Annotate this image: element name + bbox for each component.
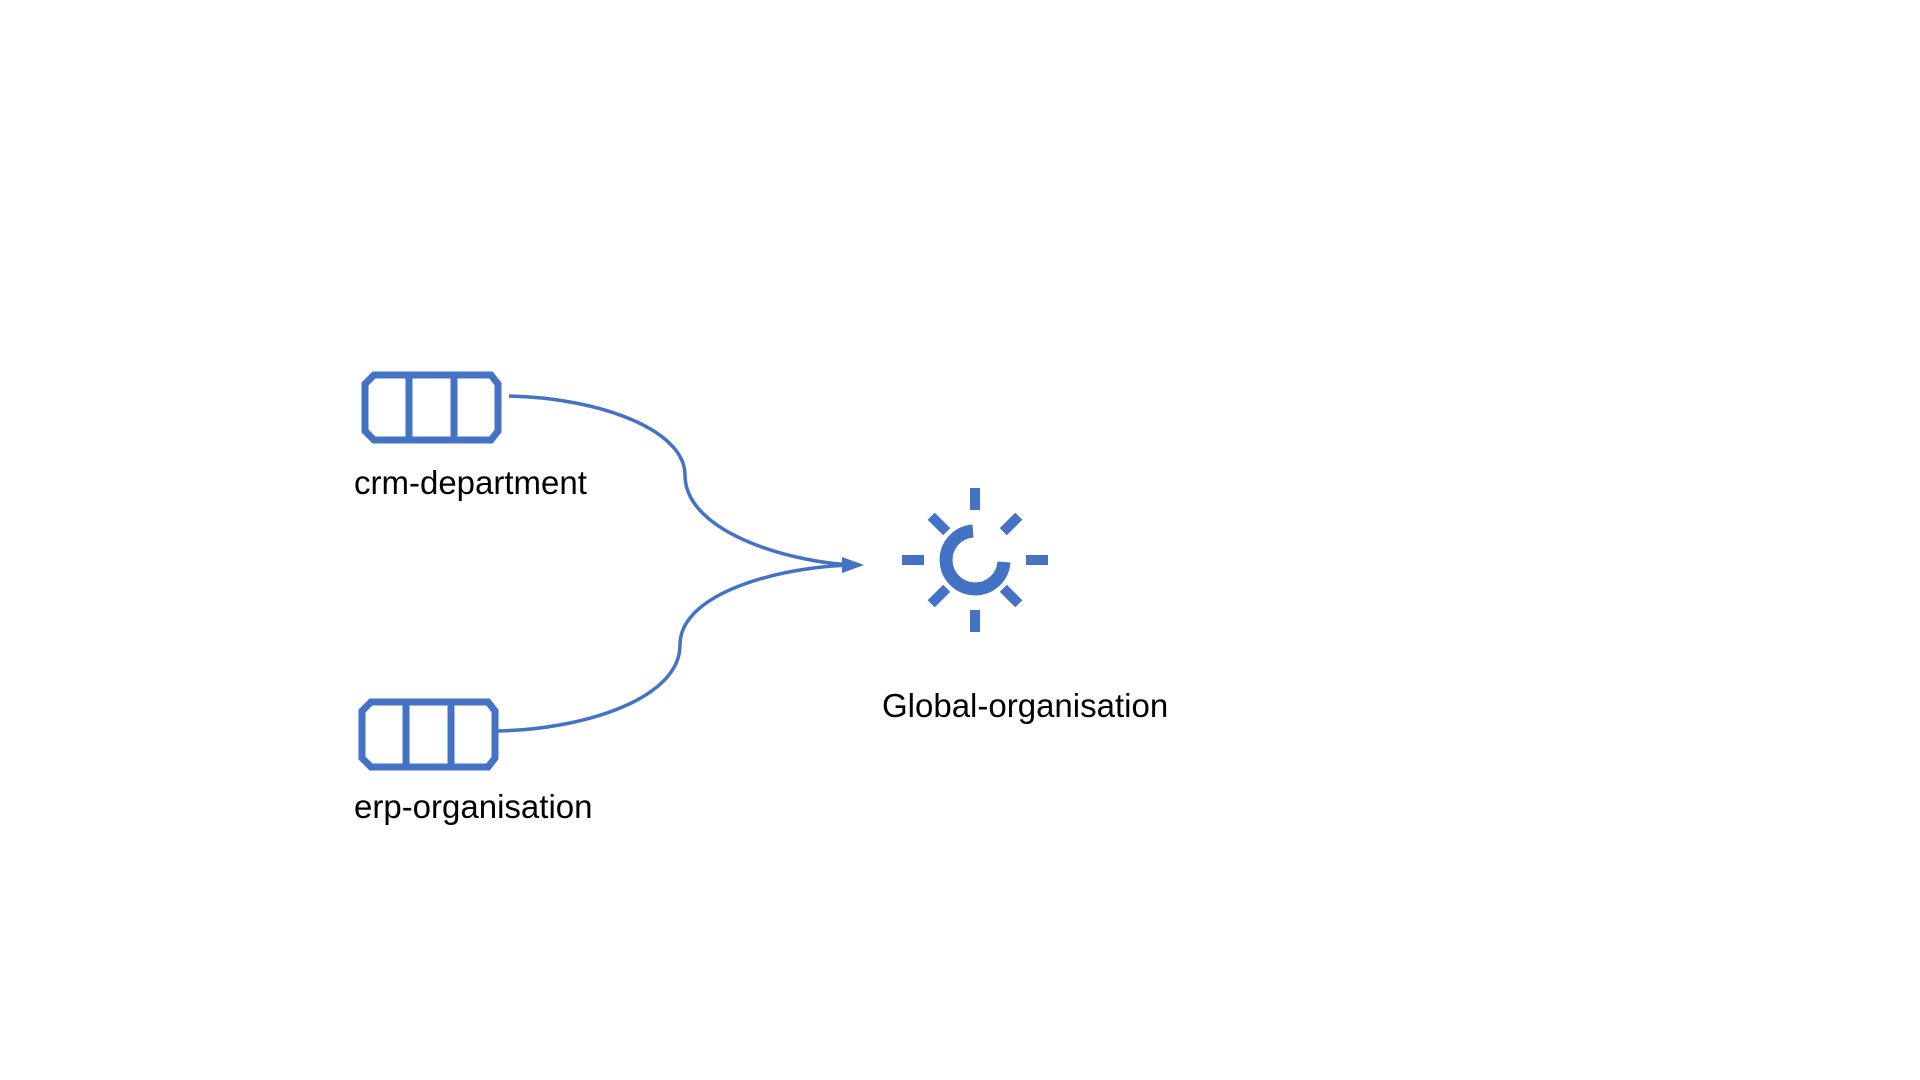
edge-erp-to-global: [495, 563, 859, 733]
node-label-erp: erp-organisation: [354, 788, 592, 825]
node-label-global: Global-organisation: [882, 687, 1168, 724]
hub-icon[interactable]: [902, 488, 1048, 632]
edge-crm-to-global: [508, 394, 861, 567]
node-label-crm: crm-department: [354, 464, 587, 501]
queue-icon[interactable]: [358, 698, 499, 771]
arrowhead: [842, 557, 864, 573]
queue-icon[interactable]: [361, 371, 502, 444]
